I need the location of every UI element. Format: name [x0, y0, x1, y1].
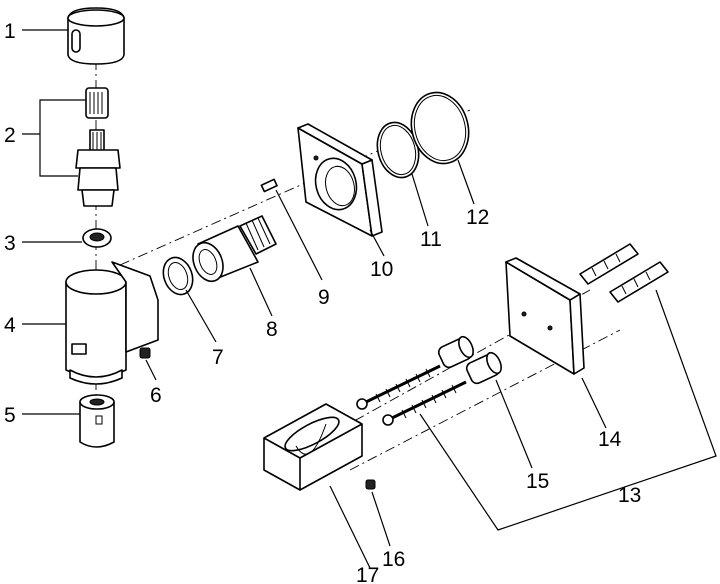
leader-lines	[22, 29, 717, 569]
label-2: 2	[4, 124, 16, 147]
label-3: 3	[4, 232, 16, 255]
label-1: 1	[4, 20, 16, 43]
callout-labels: 1 2 3 4 5 6 7 8 9 10 11 12 13 14 15 16 1…	[4, 20, 641, 584]
label-4: 4	[4, 314, 16, 337]
part-16-grub-screw	[365, 479, 376, 490]
label-16: 16	[382, 548, 405, 571]
screws	[356, 364, 467, 426]
label-15: 15	[526, 470, 549, 493]
part-6-grub-screw	[139, 347, 151, 359]
label-7: 7	[212, 346, 224, 369]
part-12-seal-ring	[410, 91, 470, 165]
label-12: 12	[466, 206, 489, 229]
part-4-valve-housing	[65, 261, 159, 385]
part-2-valve-cartridge	[75, 87, 121, 207]
part-8-threaded-connector	[192, 215, 277, 283]
part-17-shower-holder	[263, 403, 363, 491]
part-14-wall-plate	[505, 257, 585, 375]
label-10: 10	[370, 258, 393, 281]
part-5-bottom-sleeve	[79, 394, 115, 448]
part-9-pin	[260, 178, 278, 193]
part-13-wall-plugs	[579, 243, 669, 303]
part-3-bearing-ring	[82, 228, 112, 248]
label-6: 6	[150, 384, 162, 407]
part-10-square-escutcheon	[297, 123, 383, 237]
label-9: 9	[318, 286, 330, 309]
label-8: 8	[266, 318, 278, 341]
label-13: 13	[618, 484, 641, 507]
label-11: 11	[420, 228, 442, 251]
label-5: 5	[4, 404, 16, 427]
part-15-spacer-bushings	[437, 335, 502, 385]
part-11-seal-ring	[376, 121, 420, 179]
label-17: 17	[356, 564, 379, 584]
part-7-o-ring	[162, 256, 194, 296]
part-1-knob-cap	[67, 7, 125, 65]
label-14: 14	[598, 428, 622, 451]
